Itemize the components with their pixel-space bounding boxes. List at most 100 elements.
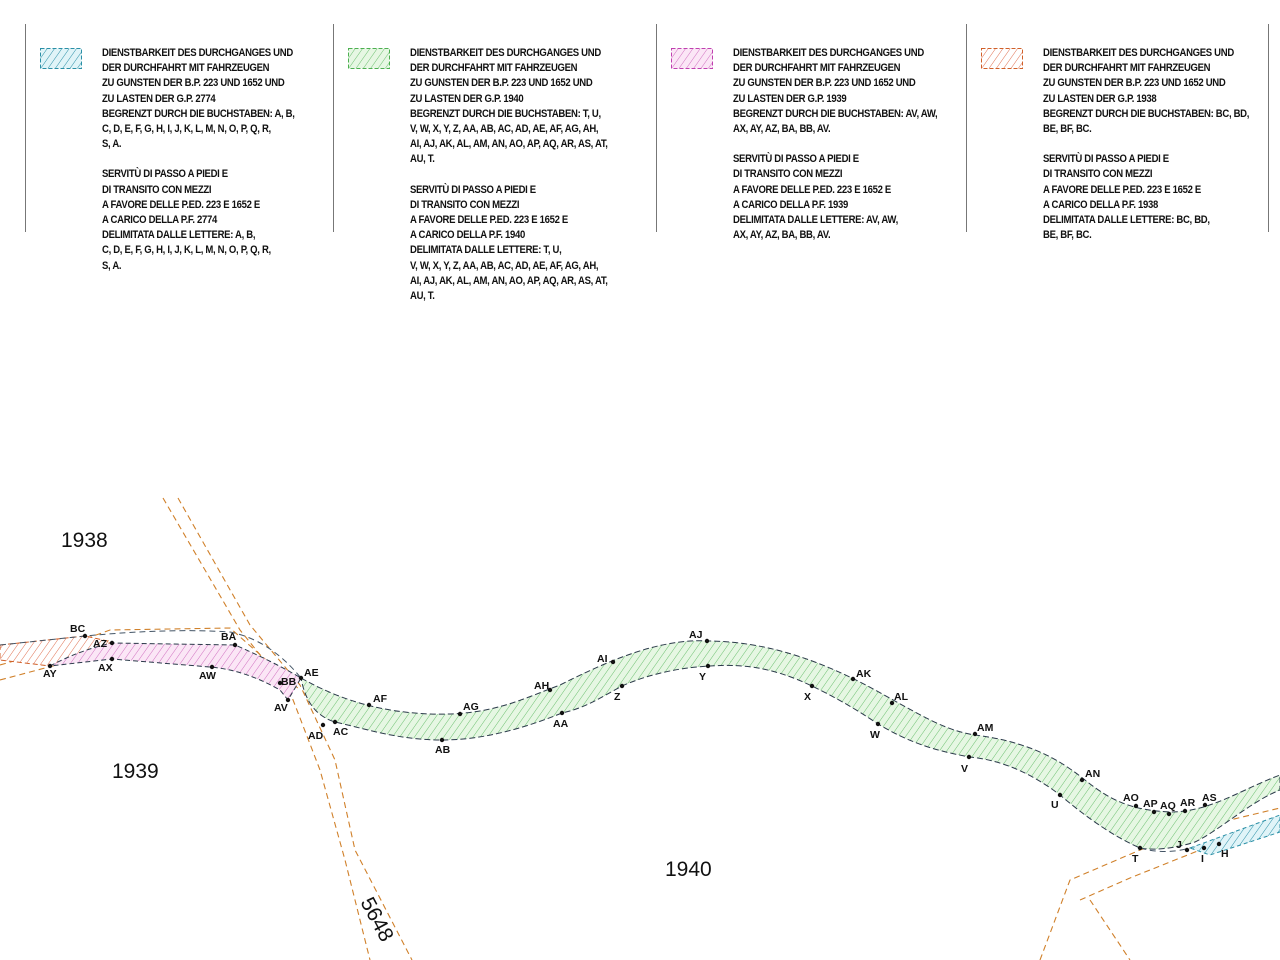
svg-text:H: H	[1221, 848, 1229, 860]
point-X: X	[804, 683, 815, 703]
svg-text:AO: AO	[1123, 792, 1139, 804]
point-AZ: AZ	[93, 638, 115, 650]
legend-text-italian: SERVITÙ DI PASSO A PIEDI E DI TRANSITO C…	[1043, 153, 1210, 242]
point-AE: AE	[298, 667, 319, 681]
svg-text:AQ: AQ	[1160, 800, 1176, 812]
point-AH: AH	[534, 680, 553, 693]
point-AF: AF	[366, 693, 388, 708]
point-Y: Y	[699, 663, 711, 683]
boundary-line	[177, 497, 413, 960]
svg-text:T: T	[1132, 853, 1139, 865]
point-AS: AS	[1202, 792, 1217, 808]
point-J: J	[1176, 839, 1190, 853]
path-outline	[0, 630, 302, 679]
svg-text:AF: AF	[373, 693, 388, 705]
point-W: W	[870, 721, 881, 741]
legend-entry-1940: DIENSTBARKEIT DES DURCHGANGES UND DER DU…	[348, 46, 660, 304]
point-AC: AC	[332, 719, 349, 738]
point-AD: AD	[308, 722, 326, 742]
point-BA: BA	[221, 631, 238, 648]
point-AJ: AJ	[689, 629, 710, 644]
svg-text:AV: AV	[274, 702, 288, 714]
svg-text:I: I	[1201, 853, 1204, 865]
legend-entry-1938: DIENSTBARKEIT DES DURCHGANGES UND DER DU…	[981, 46, 1280, 243]
svg-text:AJ: AJ	[689, 629, 703, 641]
svg-text:U: U	[1051, 799, 1059, 811]
svg-text:AB: AB	[435, 744, 451, 756]
parcel-number-1940: 1940	[665, 858, 712, 881]
legend-divider	[1268, 24, 1269, 232]
legend-divider	[656, 24, 657, 232]
svg-text:AP: AP	[1143, 798, 1158, 810]
svg-text:AM: AM	[977, 722, 994, 734]
legend-text-german: DIENSTBARKEIT DES DURCHGANGES UND DER DU…	[410, 47, 608, 166]
legend-divider	[966, 24, 967, 232]
legend-divider	[25, 24, 26, 232]
svg-text:AK: AK	[856, 668, 872, 680]
easement-area-1939	[49, 642, 302, 701]
point-AR: AR	[1180, 797, 1196, 814]
legend-text-german: DIENSTBARKEIT DES DURCHGANGES UND DER DU…	[733, 47, 938, 136]
point-AY: AY	[43, 663, 57, 680]
svg-text:Y: Y	[699, 671, 706, 683]
legend-swatch-1938	[981, 48, 1023, 69]
svg-text:J: J	[1176, 839, 1182, 851]
svg-text:AD: AD	[308, 730, 324, 742]
svg-text:AX: AX	[98, 662, 113, 674]
point-AN: AN	[1079, 768, 1100, 783]
svg-text:AH: AH	[534, 680, 549, 692]
legend-swatch-2774	[40, 48, 82, 69]
legend-entry-2774: DIENSTBARKEIT DES DURCHGANGES UND DER DU…	[40, 46, 352, 274]
legend-text-italian: SERVITÙ DI PASSO A PIEDI E DI TRANSITO C…	[102, 168, 271, 272]
path-outlines	[0, 630, 1191, 852]
point-AI: AI	[597, 653, 616, 665]
svg-text:AS: AS	[1202, 792, 1217, 804]
point-AV: AV	[274, 697, 291, 714]
parcel-boundaries	[0, 497, 1280, 960]
svg-text:AI: AI	[597, 653, 608, 665]
point-AP: AP	[1143, 798, 1158, 815]
easement-area-2774	[1188, 814, 1280, 856]
point-I: I	[1201, 845, 1207, 865]
point-AK: AK	[850, 668, 872, 682]
svg-text:V: V	[961, 763, 968, 775]
legend-text-italian: SERVITÙ DI PASSO A PIEDI E DI TRANSITO C…	[733, 153, 898, 242]
point-AQ: AQ	[1160, 800, 1176, 817]
point-AX: AX	[98, 656, 115, 674]
point-AG: AG	[457, 701, 479, 717]
parcel-number-1939: 1939	[112, 760, 159, 783]
svg-text:BA: BA	[221, 631, 237, 643]
svg-text:X: X	[804, 691, 811, 703]
legend-entry-1939: DIENSTBARKEIT DES DURCHGANGES UND DER DU…	[671, 46, 983, 243]
point-Z: Z	[614, 683, 625, 703]
parcel-number-5648: 5648	[356, 894, 398, 946]
svg-text:AZ: AZ	[93, 638, 108, 650]
legend-swatch-1939	[671, 48, 713, 69]
svg-text:BB: BB	[281, 676, 297, 688]
boundary-line	[1089, 899, 1131, 960]
point-V: V	[961, 754, 972, 775]
parcel-number-1938: 1938	[61, 529, 108, 552]
svg-text:AC: AC	[333, 726, 349, 738]
point-T: T	[1132, 845, 1143, 865]
easement-area-1940	[300, 640, 1280, 850]
svg-text:AA: AA	[553, 718, 569, 730]
legend-text-german: DIENSTBARKEIT DES DURCHGANGES UND DER DU…	[102, 47, 295, 151]
point-U: U	[1051, 792, 1063, 811]
legend-swatch-1940	[348, 48, 390, 69]
svg-text:AL: AL	[894, 691, 909, 703]
point-AA: AA	[553, 710, 569, 730]
legend-text-italian: SERVITÙ DI PASSO A PIEDI E DI TRANSITO C…	[410, 183, 608, 303]
svg-text:AW: AW	[199, 670, 216, 682]
legend-divider	[333, 24, 334, 232]
boundary-points: AY BC AZ AX BA AW BB AV AE AD AC AF AG A…	[43, 623, 1229, 865]
point-AL: AL	[889, 691, 909, 706]
svg-text:AN: AN	[1085, 768, 1100, 780]
point-H: H	[1216, 841, 1229, 860]
boundary-line	[162, 497, 371, 960]
svg-text:AR: AR	[1180, 797, 1196, 809]
svg-text:W: W	[870, 729, 880, 741]
point-BC: BC	[70, 623, 88, 639]
legend-text-german: DIENSTBARKEIT DES DURCHGANGES UND DER DU…	[1043, 47, 1250, 136]
